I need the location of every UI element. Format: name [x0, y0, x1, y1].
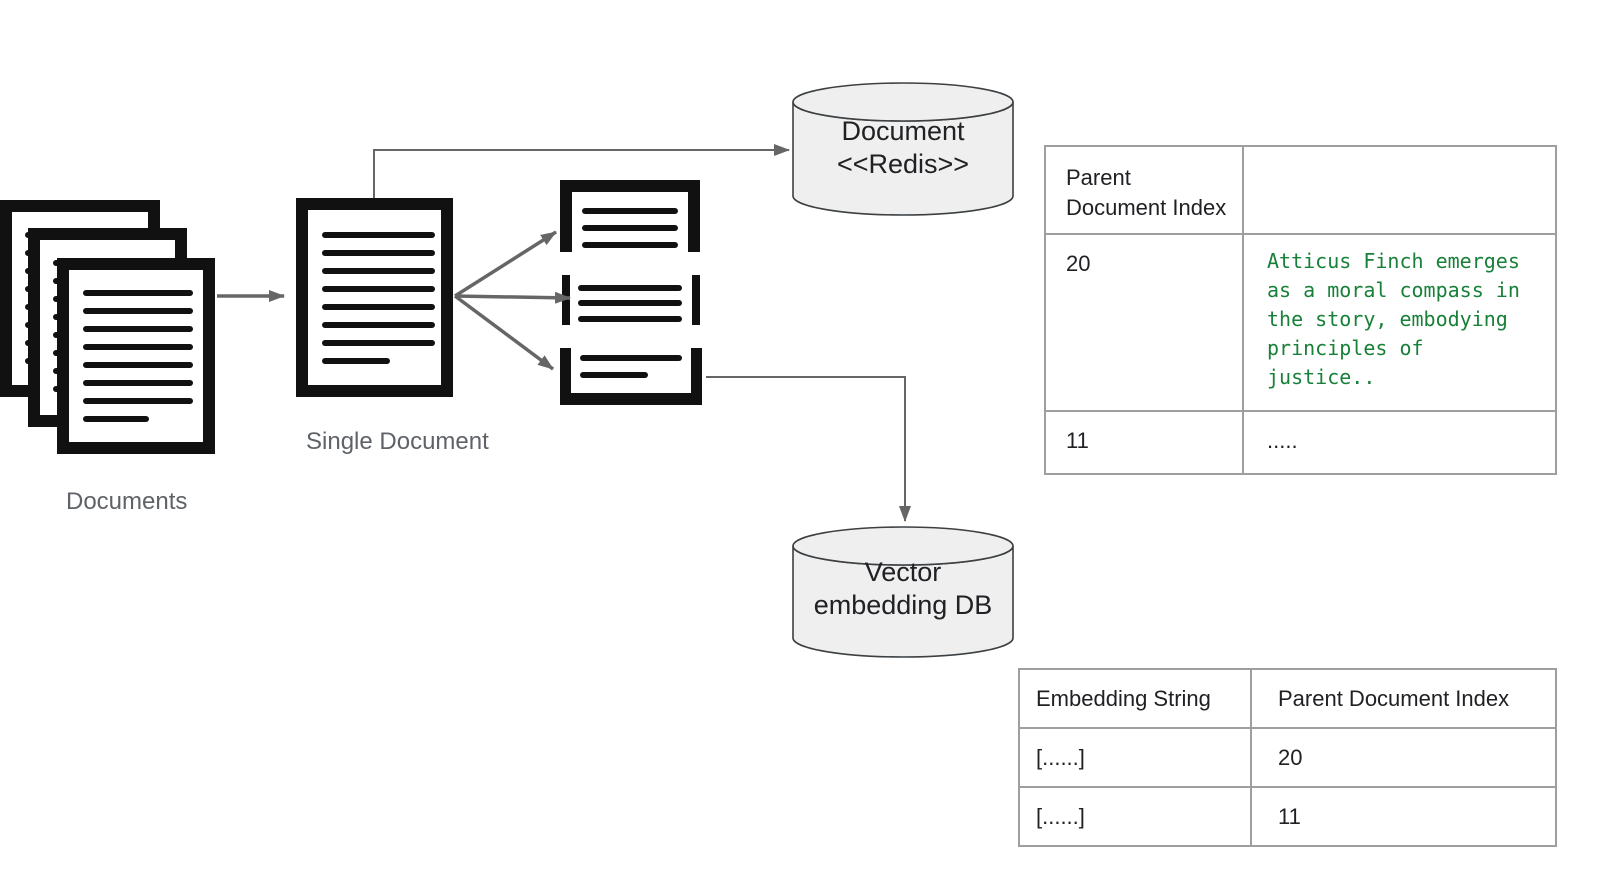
table-row: 20 Atticus Finch emerges as a moral comp… [1044, 233, 1557, 412]
arrow-split-bottom [453, 294, 555, 371]
document-front-icon [57, 258, 215, 454]
table-row: [......] 20 [1018, 727, 1557, 788]
chunk-bottom-icon [560, 348, 702, 405]
embedding-string-cell: [......] [1018, 727, 1252, 788]
parent-content-cell: Atticus Finch emerges as a moral compass… [1242, 233, 1557, 412]
redis-db-label: Document <<Redis>> [793, 88, 1013, 208]
vector-db-label-line2: embedding DB [813, 590, 993, 620]
vector-db-label-line1: Vector [864, 557, 942, 587]
embedding-table-header-index: Parent Document Index [1250, 668, 1557, 729]
documents-label: Documents [66, 488, 188, 515]
parent-table-header-content [1242, 145, 1557, 235]
redis-db-label-line2: <<Redis>> [836, 149, 970, 179]
embedding-table: Embedding String Parent Document Index [… [1018, 668, 1557, 847]
table-row: [......] 11 [1018, 786, 1557, 847]
redis-db-label-line1: Document [841, 116, 965, 146]
arrow-split-middle [454, 291, 571, 304]
embedding-index-cell: 20 [1250, 727, 1557, 788]
vector-db-label: Vector embedding DB [793, 533, 1013, 645]
parent-document-table: Parent Document Index 20 Atticus Finch e… [1044, 145, 1557, 475]
parent-index-cell: 11 [1044, 410, 1244, 475]
table-row: 11 ..... [1044, 410, 1557, 475]
embedding-table-header-string: Embedding String [1018, 668, 1252, 729]
parent-index-cell: 20 [1044, 233, 1244, 412]
single-document-icon [296, 198, 453, 397]
parent-table-header-index: Parent Document Index [1044, 145, 1244, 235]
arrow-split-top [454, 230, 557, 298]
chunk-middle-icon [562, 275, 700, 325]
single-document-label: Single Document [306, 428, 489, 455]
connector-chunk-to-vectordb [706, 376, 911, 522]
embedding-index-cell: 11 [1250, 786, 1557, 847]
chunk-text-green: Atticus Finch emerges as a moral compass… [1267, 249, 1520, 389]
embedding-string-cell: [......] [1018, 786, 1252, 847]
chunk-top-icon [560, 180, 700, 252]
parent-content-cell: ..... [1242, 410, 1557, 475]
